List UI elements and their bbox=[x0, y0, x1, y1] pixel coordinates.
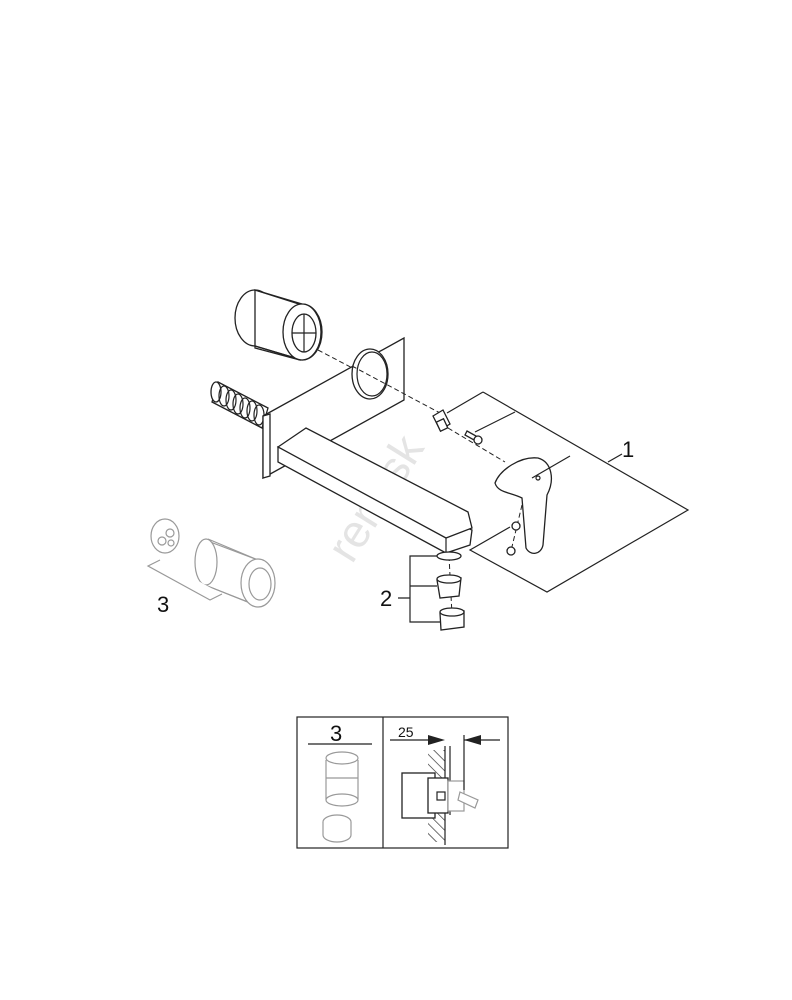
dimension-arrow-icon bbox=[428, 735, 445, 745]
cartridge-kit bbox=[150, 518, 276, 608]
callout-2-label: 2 bbox=[380, 586, 392, 611]
nut-icon bbox=[506, 546, 516, 556]
callout-3-bracket bbox=[146, 559, 223, 601]
aerator-parts bbox=[436, 551, 465, 631]
screw bbox=[464, 430, 483, 445]
nut-icon bbox=[511, 521, 521, 531]
callout-1-label: 1 bbox=[622, 437, 634, 462]
callout-3-label: 3 bbox=[157, 592, 169, 617]
threaded-stem bbox=[210, 381, 269, 429]
cartridge-adapter bbox=[432, 409, 451, 433]
callout-1-bracket bbox=[446, 391, 690, 593]
cover-sleeve bbox=[234, 289, 323, 361]
spout bbox=[276, 427, 473, 554]
detail-cartridge bbox=[322, 751, 359, 843]
wall-section bbox=[401, 746, 479, 845]
dimension-label: 25 bbox=[398, 724, 414, 740]
dimension-arrow-icon bbox=[464, 735, 481, 745]
detail-part-3-label: 3 bbox=[330, 721, 342, 746]
handle bbox=[494, 457, 553, 554]
installation-detail-box: 3 25 bbox=[296, 716, 509, 849]
callout-2-bracket bbox=[398, 555, 440, 623]
